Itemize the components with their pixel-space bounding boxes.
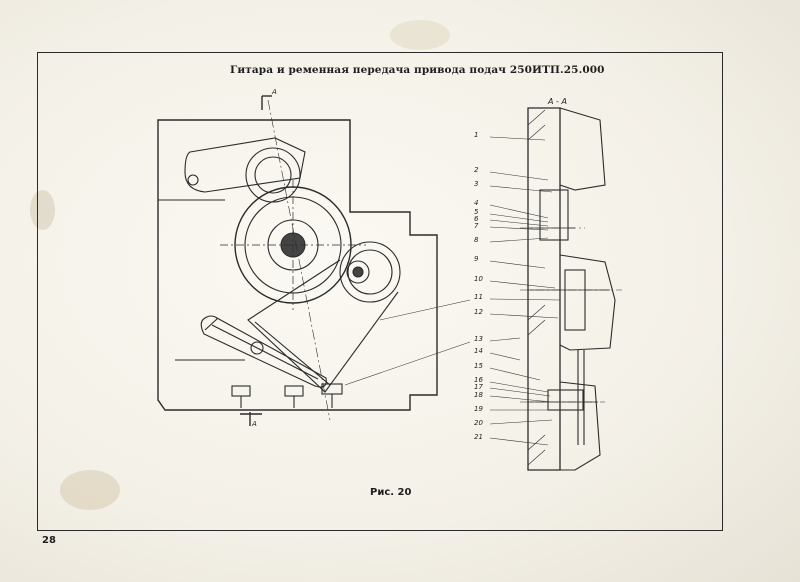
- callout-number: 11: [474, 293, 483, 301]
- callout-number: 21: [474, 433, 483, 441]
- callout-number: 2: [474, 166, 479, 174]
- callout-number: 14: [474, 347, 483, 355]
- callout-number: 20: [474, 419, 483, 427]
- section-mark-top: А: [272, 88, 277, 96]
- callout-number: 1: [474, 131, 479, 139]
- figure-caption: Рис. 20: [370, 487, 412, 498]
- stain: [60, 470, 120, 510]
- callout-number: 3: [474, 180, 479, 188]
- callout-number: 5: [474, 208, 479, 216]
- callout-number: 10: [474, 275, 483, 283]
- callout-number: 12: [474, 308, 483, 316]
- page-number: 28: [42, 535, 56, 546]
- callout-number: 19: [474, 405, 483, 413]
- callout-number: 9: [474, 255, 479, 263]
- callout-number: 16: [474, 376, 483, 384]
- stain: [30, 190, 55, 230]
- callout-number: 7: [474, 222, 479, 230]
- callout-number: 8: [474, 236, 479, 244]
- drawing-frame: [37, 52, 723, 531]
- callout-number: 13: [474, 335, 483, 343]
- callout-number: 4: [474, 199, 479, 207]
- stain: [390, 20, 450, 50]
- callout-number: 15: [474, 362, 483, 370]
- section-label: А - А: [548, 97, 567, 106]
- callout-number: 6: [474, 215, 479, 223]
- callout-number: 17: [474, 383, 483, 391]
- drawing-title: Гитара и ременная передача привода подач…: [230, 64, 605, 76]
- section-mark-bottom: А: [252, 420, 257, 428]
- callout-number: 18: [474, 391, 483, 399]
